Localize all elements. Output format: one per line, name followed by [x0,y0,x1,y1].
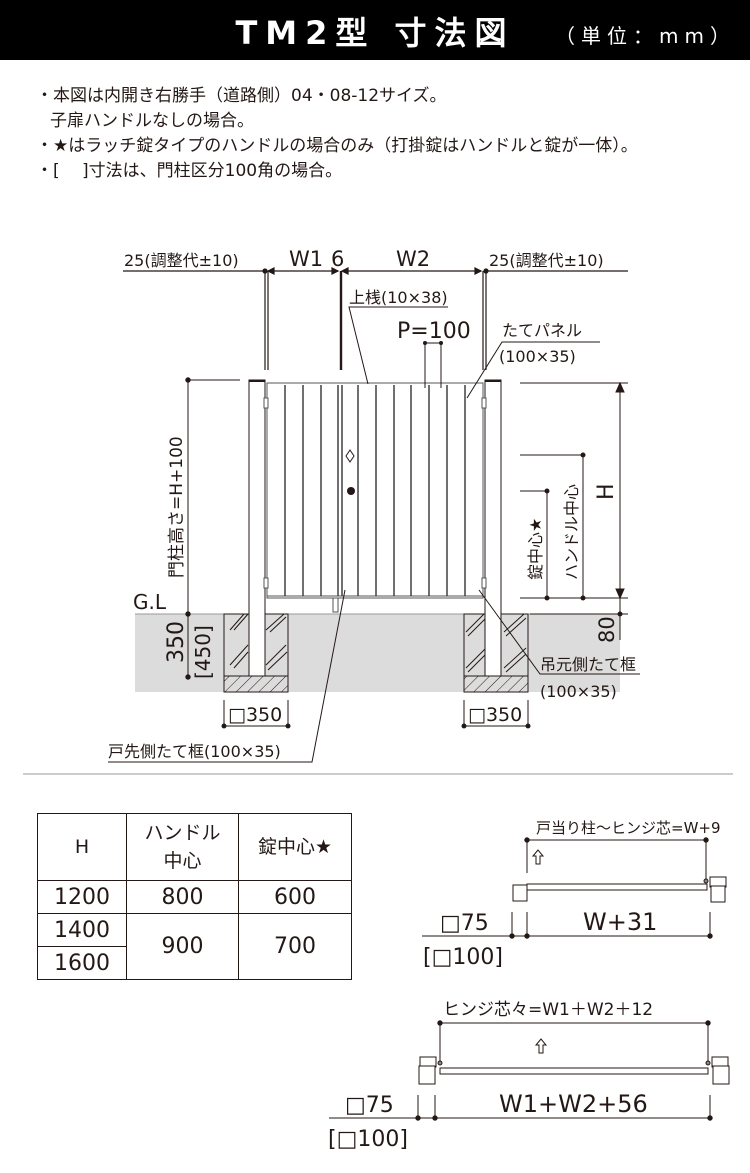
lock-center-label: 錠中心★ [526,518,545,580]
header-handle-line2: 中心 [163,850,202,872]
cell-h: 1400 [37,913,127,947]
post-height-dimension [185,377,240,617]
w1-label: W1 [289,247,323,271]
w2-label: W2 [396,247,430,271]
embed-dimension [185,614,191,680]
cell-lock: 700 [238,913,352,980]
plan-single-top-label: 戸当り柱～ヒンジ芯=W+9 [536,819,721,837]
header-lock-center: 錠中心★ [238,813,352,881]
post-right [484,379,502,677]
header-handle-line1: ハンドル [144,822,221,844]
notes: ・本図は内開き右勝手（道路側）04・08-12サイズ。 子扉ハンドルなしの場合。… [36,84,638,184]
note-3: ・[ ]寸法は、門柱区分100角の場合。 [36,161,343,181]
adjust-right-label: 25(調整代±10) [489,251,604,270]
plan-double-post-alt-label: [□100] [328,1127,408,1152]
plan-single-post-alt-label: [□100] [423,945,503,970]
embed-alt-label: [450] [191,625,215,679]
post-left [248,379,266,677]
clearance-label: 80 [595,616,619,643]
top-rail-leader [348,306,600,399]
top-rail-label: 上桟(10×38) [349,288,448,307]
unit-label: （単位：mm） [555,24,736,48]
footing-dimensions [221,700,531,729]
note-1-cont: 子扉ハンドルなしの場合。 [50,111,254,131]
plan-double [329,1020,730,1121]
embed-label: 350 [164,621,189,663]
header-h: H [37,813,127,881]
latch-frame-leader [108,589,346,763]
top-dimension-line [123,267,628,370]
handle [345,449,355,495]
post-height-label: 門柱高さ=H+100 [167,436,187,578]
hinge-frame-size-label: (100×35) [540,682,617,701]
hinge-frame-name-label: 吊元側たて框 [540,655,636,674]
note-2: ・★はラッチ錠タイプのハンドルの場合のみ（打掛錠はハンドルと錠が一体）。 [36,136,638,156]
handle-center-label: ハンドル中心 [562,484,581,580]
panel-size-label: (100×35) [499,347,576,366]
plan-double-post-label: □75 [345,1093,394,1118]
cell-lock: 600 [238,880,352,914]
footing-left-label: □350 [228,704,282,726]
ground-band [135,614,620,692]
cell-handle: 900 [126,913,239,980]
note-1: ・本図は内開き右勝手（道路側）04・08-12サイズ。 [36,86,447,106]
section-divider [23,773,733,775]
cell-h: 1200 [37,880,127,914]
plan-single-width-label: W+31 [583,908,657,936]
plan-double-top-label: ヒンジ芯々=W1＋W2＋12 [443,1000,653,1020]
gl-label: G.L [133,590,167,614]
footing-right-label: □350 [468,704,522,726]
pitch-label: P=100 [397,319,471,344]
height-dimensions [520,381,628,640]
page-title: TM2型 寸法図 [235,14,515,52]
plan-single [422,837,727,939]
footing-left [223,613,289,693]
footing-right [463,613,529,693]
spec-table: H ハンドル 中心 錠中心★ 1200 800 600 1400 900 700… [37,813,352,980]
header-handle-center: ハンドル 中心 [126,813,239,881]
title-bar: TM2型 寸法図 （単位：mm） [0,0,750,60]
panel-name-label: たてパネル [502,321,582,340]
h-label: H [594,483,619,500]
cell-handle: 800 [126,880,239,914]
gap-label: 6 [331,247,344,271]
adjust-left-label: 25(調整代±10) [124,251,239,270]
lock-keyhole [347,487,355,495]
latch-frame-label: 戸先側たて框(100×35) [108,742,281,761]
plan-double-width-label: W1+W2+56 [499,1090,648,1118]
gate-leaves [263,382,487,613]
hinge-frame-leader [478,589,640,675]
cell-h: 1600 [37,946,127,980]
plan-single-post-label: □75 [440,911,489,936]
